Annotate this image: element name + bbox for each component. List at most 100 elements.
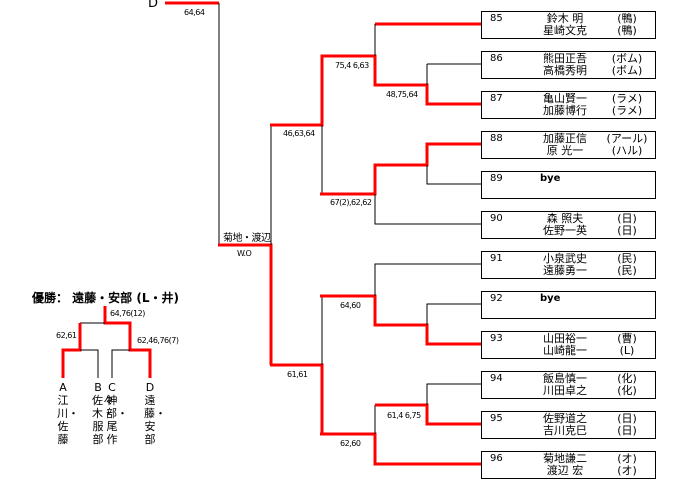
entry-number: 96 bbox=[490, 453, 503, 464]
score-label: 64,76(12) bbox=[110, 309, 145, 318]
player-name: 星崎文克 bbox=[543, 24, 587, 37]
score-label: 67(2),62,62 bbox=[330, 198, 372, 207]
player-name: 佐野一英 bbox=[543, 224, 587, 237]
player-club: (オ) bbox=[617, 464, 637, 477]
player-club: (ラメ) bbox=[611, 92, 643, 105]
player-name: 小泉武史 bbox=[543, 252, 587, 265]
line-final-c bbox=[111, 349, 130, 378]
player-club: (鴨) bbox=[617, 24, 637, 37]
entry-number: 90 bbox=[490, 213, 503, 224]
player-name: 亀山賢一 bbox=[543, 92, 587, 105]
player-club: (ラメ) bbox=[611, 104, 643, 117]
score-label: 46,63,64 bbox=[283, 129, 315, 138]
line-final-right bbox=[103, 306, 152, 378]
entry-box: 90 森 照夫 (日) 佐野一英 (日) bbox=[481, 211, 656, 239]
score-label: 62,61 bbox=[56, 331, 77, 340]
champion-title: 優勝： 遠藤・安部 (L・井) bbox=[32, 291, 179, 305]
player-club: (オ) bbox=[617, 452, 637, 465]
entry-box: 92 bye bbox=[481, 291, 656, 319]
score-label: 48,75,64 bbox=[386, 90, 418, 99]
semifinal-team: 菊地・渡辺 bbox=[223, 233, 271, 244]
player-name: 佐野道之 bbox=[543, 412, 587, 425]
entry-box: 87 亀山賢一 (ラメ) 加藤博行 (ラメ) bbox=[481, 91, 656, 119]
player-name: 鈴木 明 bbox=[546, 12, 584, 25]
line-91 bbox=[374, 263, 481, 296]
player-club: (ハル) bbox=[611, 144, 643, 157]
player-club: (日) bbox=[617, 412, 637, 425]
line-90 bbox=[374, 194, 481, 225]
player-name: 山崎龍一 bbox=[543, 344, 587, 357]
entry-number: 91 bbox=[490, 253, 503, 264]
player-club: (日) bbox=[617, 212, 637, 225]
player-name: 川田卓之 bbox=[543, 384, 587, 397]
top-feed-letter: D bbox=[148, 0, 158, 11]
bye-label: bye bbox=[540, 293, 561, 304]
score-label: 61,4 6,75 bbox=[387, 411, 421, 420]
player-club: (L) bbox=[619, 344, 635, 357]
line-win-93 bbox=[320, 294, 481, 346]
player-name: 加藤正信 bbox=[543, 132, 587, 145]
entry-number: 89 bbox=[490, 173, 503, 184]
entry-number: 93 bbox=[490, 333, 503, 344]
entry-box: 94 飯島慎一 (化) 川田卓之 (化) bbox=[481, 371, 656, 399]
score-label: 75,4 6,63 bbox=[335, 61, 369, 70]
entry-box: 85 鈴木 明 (鴨) 星崎文克 (鴨) bbox=[481, 11, 656, 39]
line-89 bbox=[426, 165, 481, 185]
semifinal-result: W.O bbox=[237, 249, 252, 258]
entry-box: 89 bye bbox=[481, 171, 656, 199]
player-name: 熊田正吾 bbox=[543, 52, 587, 65]
entry-box: 93 山田裕一 (曹) 山崎龍一 (L) bbox=[481, 331, 656, 359]
entry-number: 87 bbox=[490, 93, 503, 104]
player-club: (民) bbox=[617, 264, 637, 277]
player-club: (日) bbox=[617, 424, 637, 437]
final-team-b: B佐々木・服部 bbox=[92, 381, 114, 446]
entry-box: 86 熊田正吾 (ボム) 高橋秀明 (ボム) bbox=[481, 51, 656, 79]
final-team-a: A江川・佐藤 bbox=[57, 381, 79, 446]
player-name: 菊地謙二 bbox=[543, 452, 587, 465]
entry-box: 88 加藤正信 (アール) 原 光一 (ハル) bbox=[481, 131, 656, 159]
player-club: (鴨) bbox=[617, 12, 637, 25]
player-name: 森 照夫 bbox=[546, 212, 584, 225]
entry-number: 95 bbox=[490, 413, 503, 424]
entry-number: 88 bbox=[490, 133, 503, 144]
player-name: 加藤博行 bbox=[543, 104, 587, 117]
entry-box: 95 佐野道之 (日) 吉川克巳 (日) bbox=[481, 411, 656, 439]
line-win-87 bbox=[270, 54, 481, 127]
line-semi-win bbox=[218, 243, 273, 365]
entry-box: 96 菊地謙二 (オ) 渡辺 宏 (オ) bbox=[481, 451, 656, 479]
player-name: 吉川克巳 bbox=[543, 424, 587, 437]
line-win-96 bbox=[320, 432, 481, 466]
entry-number: 92 bbox=[490, 293, 503, 304]
player-name: 原 光一 bbox=[546, 144, 584, 157]
line-win-88 bbox=[320, 142, 481, 196]
line-final-b bbox=[80, 349, 99, 378]
player-name: 渡辺 宏 bbox=[546, 464, 584, 477]
score-label: 61,61 bbox=[287, 370, 308, 379]
line-86 bbox=[426, 63, 481, 85]
line-final-a bbox=[61, 323, 82, 378]
final-team-d: D遠藤・安部 bbox=[144, 381, 166, 446]
entry-number: 94 bbox=[490, 373, 503, 384]
player-club: (ボム) bbox=[611, 52, 643, 65]
entry-number: 86 bbox=[490, 53, 503, 64]
player-club: (化) bbox=[617, 384, 637, 397]
entry-number: 85 bbox=[490, 13, 503, 24]
player-club: (民) bbox=[617, 252, 637, 265]
player-club: (化) bbox=[617, 372, 637, 385]
player-club: (アール) bbox=[606, 132, 648, 145]
score-label: 64,64 bbox=[184, 8, 205, 17]
final-team-c: C神部・尾作 bbox=[106, 381, 128, 446]
player-name: 飯島慎一 bbox=[543, 372, 587, 385]
player-club: (ボム) bbox=[611, 64, 643, 77]
line-92 bbox=[426, 303, 481, 325]
bye-label: bye bbox=[540, 173, 561, 184]
score-label: 64,60 bbox=[340, 301, 361, 310]
line-95 bbox=[375, 403, 481, 426]
player-club: (曹) bbox=[617, 332, 637, 345]
player-club: (日) bbox=[617, 224, 637, 237]
player-name: 高橋秀明 bbox=[543, 64, 587, 77]
player-name: 山田裕一 bbox=[543, 332, 587, 345]
